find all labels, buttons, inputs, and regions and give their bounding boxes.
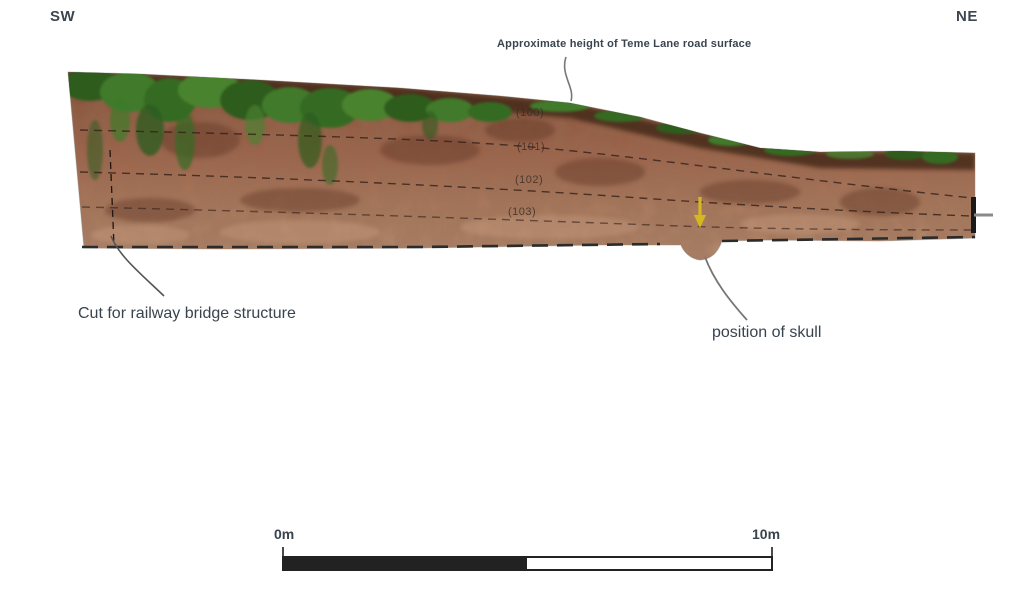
scale-start-label: 0m: [274, 526, 295, 542]
scale-bar: [282, 547, 773, 571]
road-surface-leader-line: [563, 56, 573, 102]
section-base-line: [82, 235, 976, 249]
skull-leader-line: [704, 256, 748, 321]
orientation-label-sw: SW: [50, 8, 76, 25]
skull-position-arrow-icon: [694, 197, 706, 228]
layer-boundary-lines: [79, 129, 973, 231]
orientation-label-ne: NE: [956, 8, 978, 25]
right-edge-mark: [971, 197, 993, 233]
railway-cut-line: [109, 149, 115, 247]
soil-mottling: [105, 118, 920, 222]
road-surface-annotation: Approximate height of Teme Lane road sur…: [497, 38, 752, 50]
context-label-100: (100): [516, 107, 545, 119]
context-label-101: (101): [517, 141, 546, 153]
vegetation: [68, 72, 958, 185]
railway-cut-annotation: Cut for railway bridge structure: [78, 305, 296, 322]
section-photo: [67, 71, 993, 261]
context-label-103: (103): [508, 206, 537, 218]
railway-cut-leader-line: [110, 235, 165, 297]
skull-annotation: position of skull: [712, 324, 822, 341]
scale-end-label: 10m: [752, 526, 781, 542]
context-label-102: (102): [515, 174, 544, 186]
